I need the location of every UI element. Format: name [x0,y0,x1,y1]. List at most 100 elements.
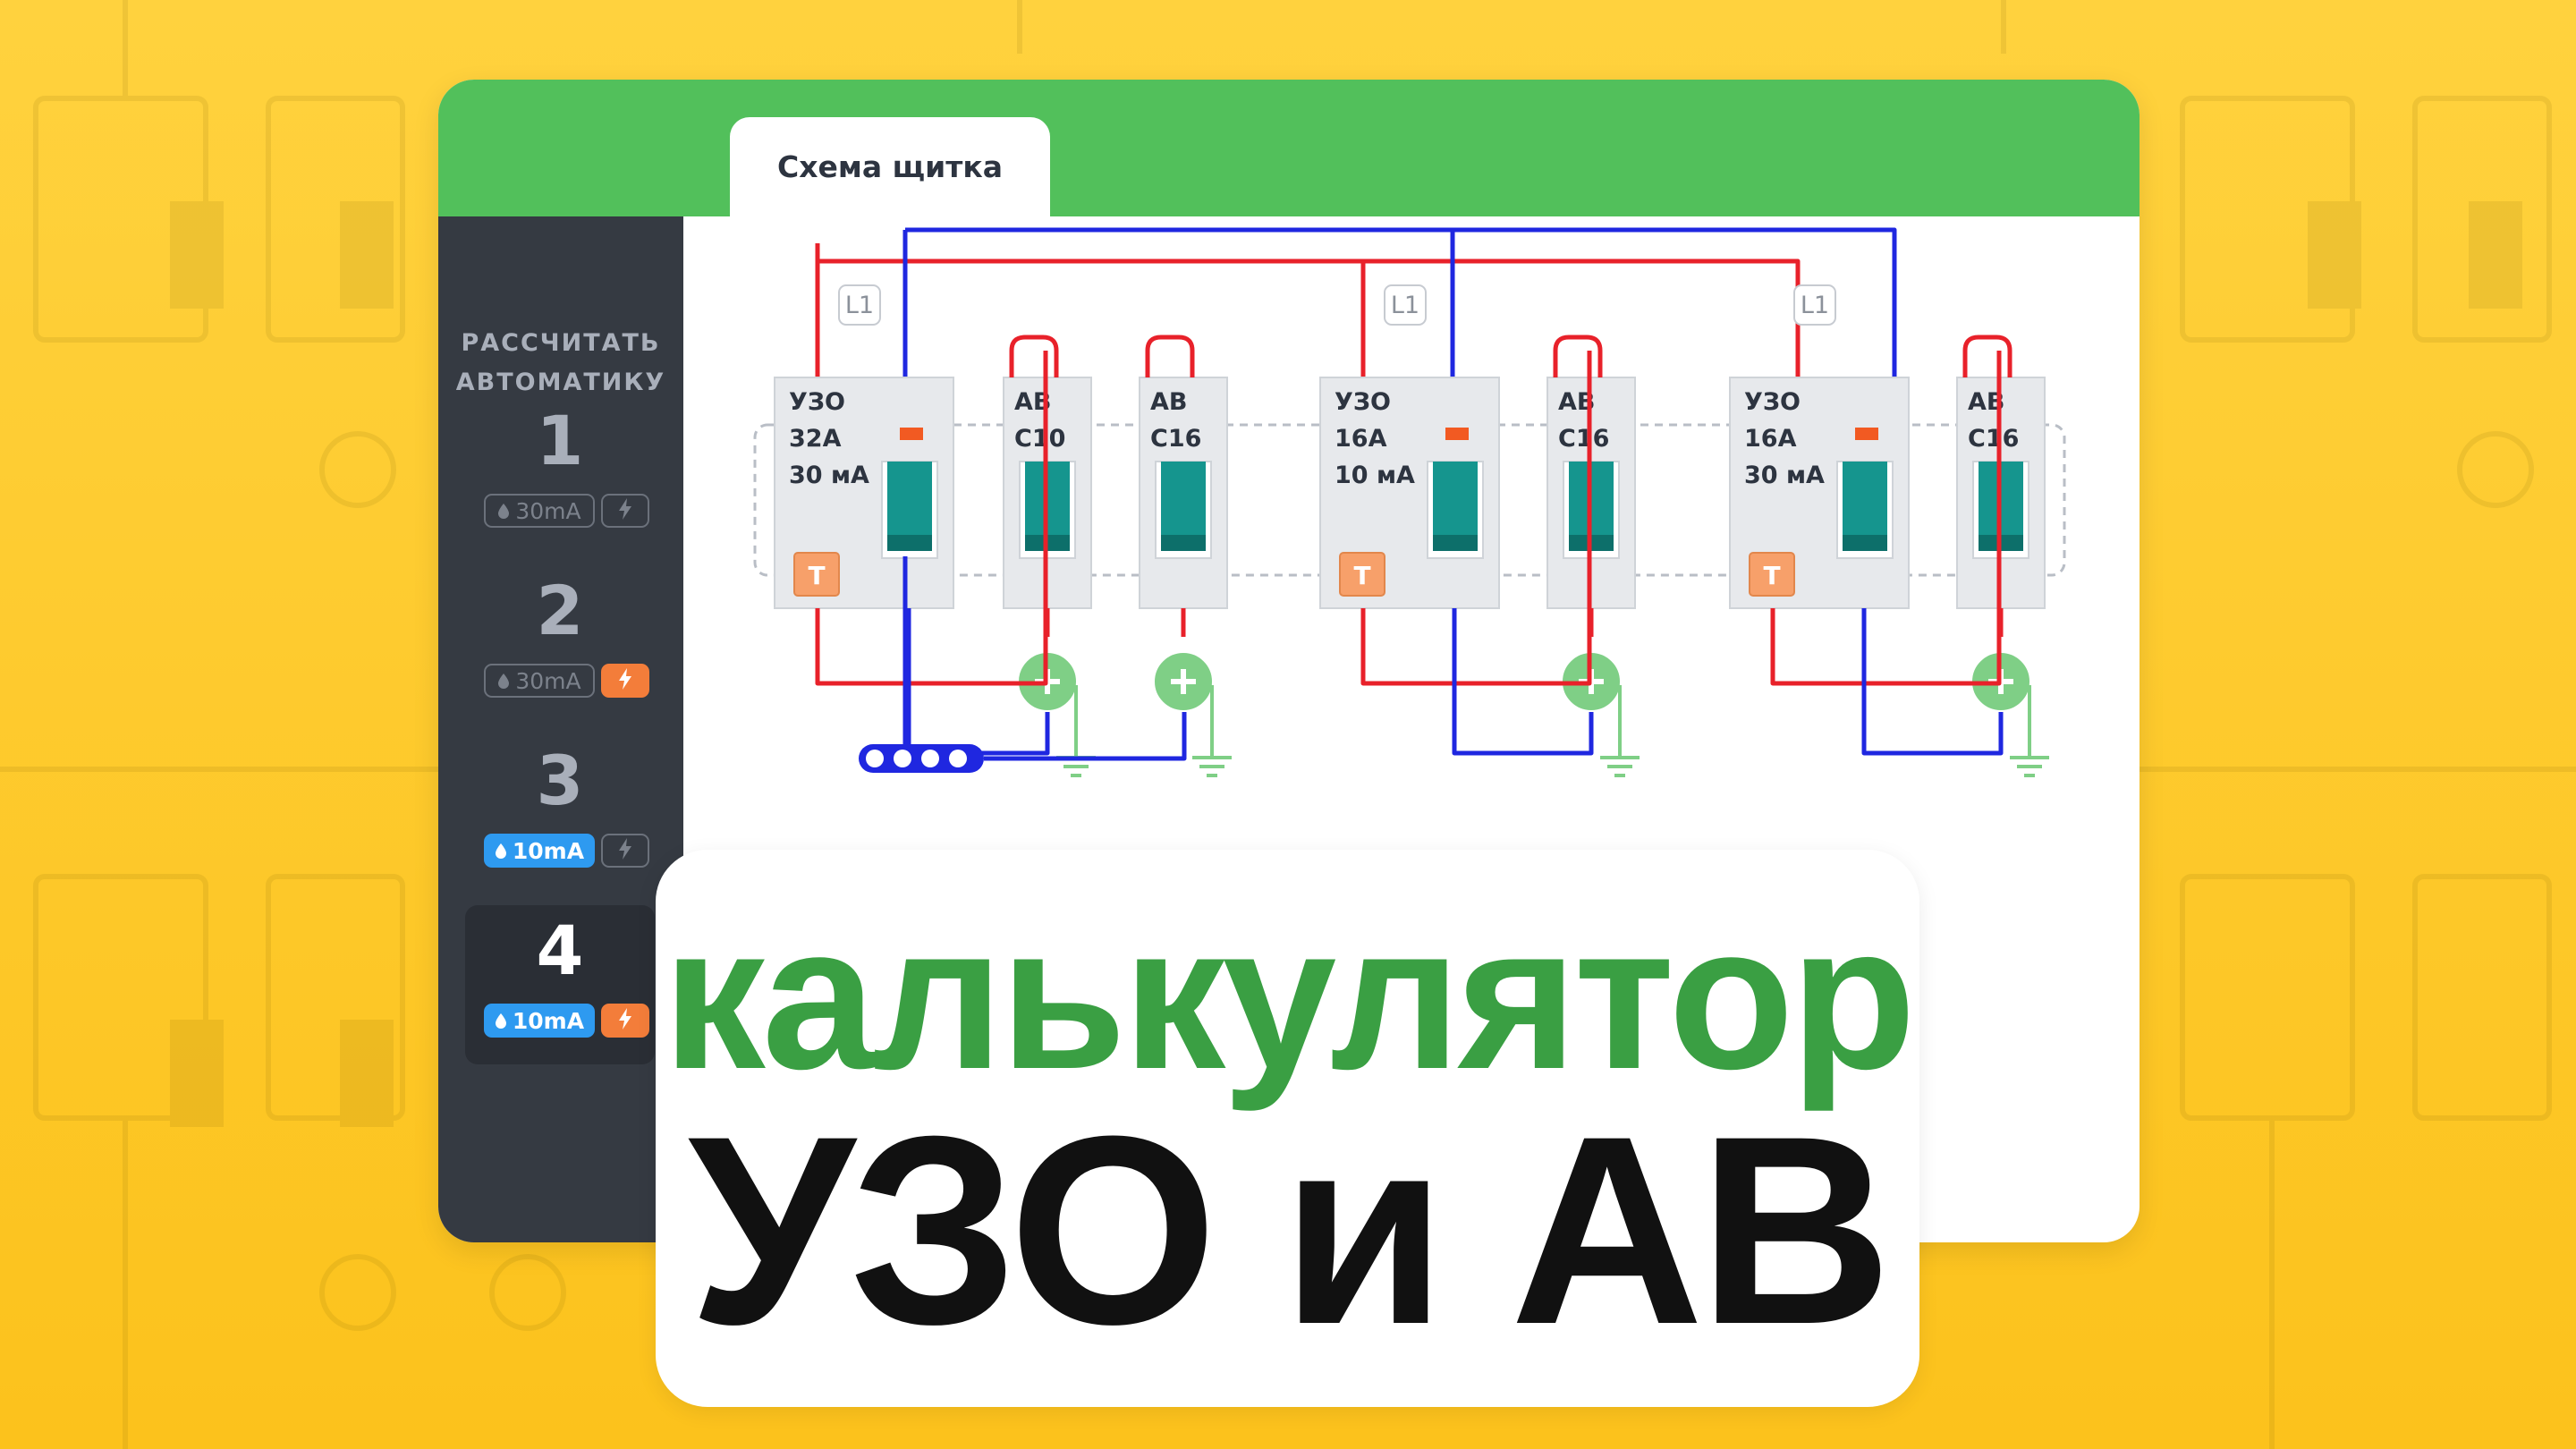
bolt-badge [601,664,649,698]
rcd-leakage-badge: 10mA [484,834,595,868]
breaker-module: АВ С16 [1139,377,1228,609]
hero-card: калькулятор УЗО и АВ [656,850,1919,1407]
sidebar-title-line1: РАССЧИТАТЬ [461,329,661,357]
rcd-type-label: УЗО [1335,388,1391,416]
rcd-test-label: Т [1763,561,1780,590]
rcd-leakage-label: 30 мА [789,462,869,489]
breaker-rating-label: С16 [1150,425,1201,453]
phase-tag-label: L1 [845,292,874,319]
variant-number: 3 [536,741,584,820]
rcd-indicator [1855,428,1878,440]
consumer-symbol [1559,649,1640,777]
ground-icon [2010,685,2049,777]
breaker-type-label: АВ [1150,388,1187,416]
neutral-bar-wire [984,712,1187,761]
drop-icon [497,668,510,694]
rcd-test-button [793,552,840,597]
rcd-handle-base [1843,535,1887,551]
lightning-icon [616,1007,634,1034]
drop-icon [497,498,510,524]
window-header [438,80,2140,216]
phase-tag: L1 [1793,284,1836,326]
phase-tag: L1 [838,284,881,326]
rcd-output-neutral-wire [1861,608,2004,756]
rcd-output-neutral-wire [1452,608,1594,756]
phase-jumper-wire [1962,335,2012,377]
phase-tag-box [1793,284,1836,326]
rcd-leakage-label: 10 мА [1335,462,1415,489]
lightning-icon [616,497,634,524]
hero-title-rcd-and-breaker: УЗО и АВ [688,1080,1892,1380]
leakage-value: 10mA [512,837,585,864]
sidebar-title: РАССЧИТАТЬ АВТОМАТИКУ [438,324,683,402]
neutral-bar-terminal [894,750,911,767]
rcd-module: УЗО 16А 10 мА Т [1319,377,1500,609]
variant-4[interactable]: 4 10mA [465,905,655,1064]
leakage-value: 30mA [515,497,581,524]
phase-tag-box [838,284,881,326]
rcd-module: УЗО 32А 30 мА Т [774,377,954,609]
rcd-test-button [1339,552,1385,597]
ground-icon [1192,685,1232,777]
rcd-handle-base [887,535,932,551]
breaker-rating-label: С16 [1968,425,2019,453]
plus-icon [1171,669,1196,694]
rcd-test-label: Т [808,561,825,590]
rcd-type-label: УЗО [789,388,845,416]
rcd-leakage-badge: 10mA [484,1004,595,1038]
leakage-value: 10mA [512,1007,585,1034]
hero-title-calculator: калькулятор [662,882,1916,1112]
tab-panel-scheme[interactable]: Схема щитка [730,117,1050,216]
lightning-icon [616,837,634,864]
rcd-type-label: УЗО [1744,388,1801,416]
sidebar: РАССЧИТАТЬ АВТОМАТИКУ 1 30mA 2 30mA 3 10mA 4 10… [438,216,683,1242]
variant-1[interactable]: 1 30mA [465,395,655,555]
rcd-test-label: Т [1353,561,1370,590]
neutral-bar-terminal [949,750,967,767]
bolt-badge [601,1004,649,1038]
variant-number: 1 [536,401,584,480]
rcd-leakage-badge: 30mA [484,494,595,528]
rcd-current-label: 16А [1744,425,1797,453]
phase-jumper-wire [1553,335,1603,377]
breaker-rating-label: С10 [1014,425,1065,453]
phase-jumper-wire [1145,335,1195,377]
neutral-bar-terminal [866,750,884,767]
rcd-leakage-badge: 30mA [484,664,595,698]
sidebar-title-line2: АВТОМАТИКУ [455,369,666,396]
phase-tag-box [1384,284,1427,326]
rcd-output-phase-wire [1360,351,1592,686]
phase-bus-wire [818,258,1801,382]
rcd-indicator [1445,428,1469,440]
phase-tag-label: L1 [1391,292,1419,319]
phase-tag-label: L1 [1801,292,1829,319]
leakage-value: 30mA [515,667,581,694]
bolt-badge [601,494,649,528]
neutral-bus-bar [859,744,984,773]
bolt-badge [601,834,649,868]
rcd-output-phase-wire [815,351,1048,686]
variant-number: 4 [536,911,584,990]
variant-number: 2 [536,571,584,650]
breaker-handle-base [1161,535,1206,551]
neutral-bus-wire [902,227,1897,382]
breaker-rating-label: С16 [1558,425,1609,453]
rcd-module: УЗО 16А 30 мА Т [1729,377,1910,609]
variant-2[interactable]: 2 30mA [465,565,655,724]
neutral-bar-terminal [921,750,939,767]
consumer-symbol [1151,649,1232,777]
phase-jumper-wire [1009,335,1059,377]
variant-3[interactable]: 3 10mA [465,735,655,894]
rcd-output-phase-wire [1770,351,2002,686]
consumer-symbol [1969,649,2049,777]
lightning-icon [616,667,634,694]
phase-tag: L1 [1384,284,1427,326]
ground-icon [1600,685,1640,777]
rcd-leakage-label: 30 мА [1744,462,1825,489]
rcd-current-label: 32А [789,425,842,453]
drop-icon [495,838,507,864]
rcd-handle-base [1433,535,1478,551]
drop-icon [495,1008,507,1034]
rcd-current-label: 16А [1335,425,1387,453]
